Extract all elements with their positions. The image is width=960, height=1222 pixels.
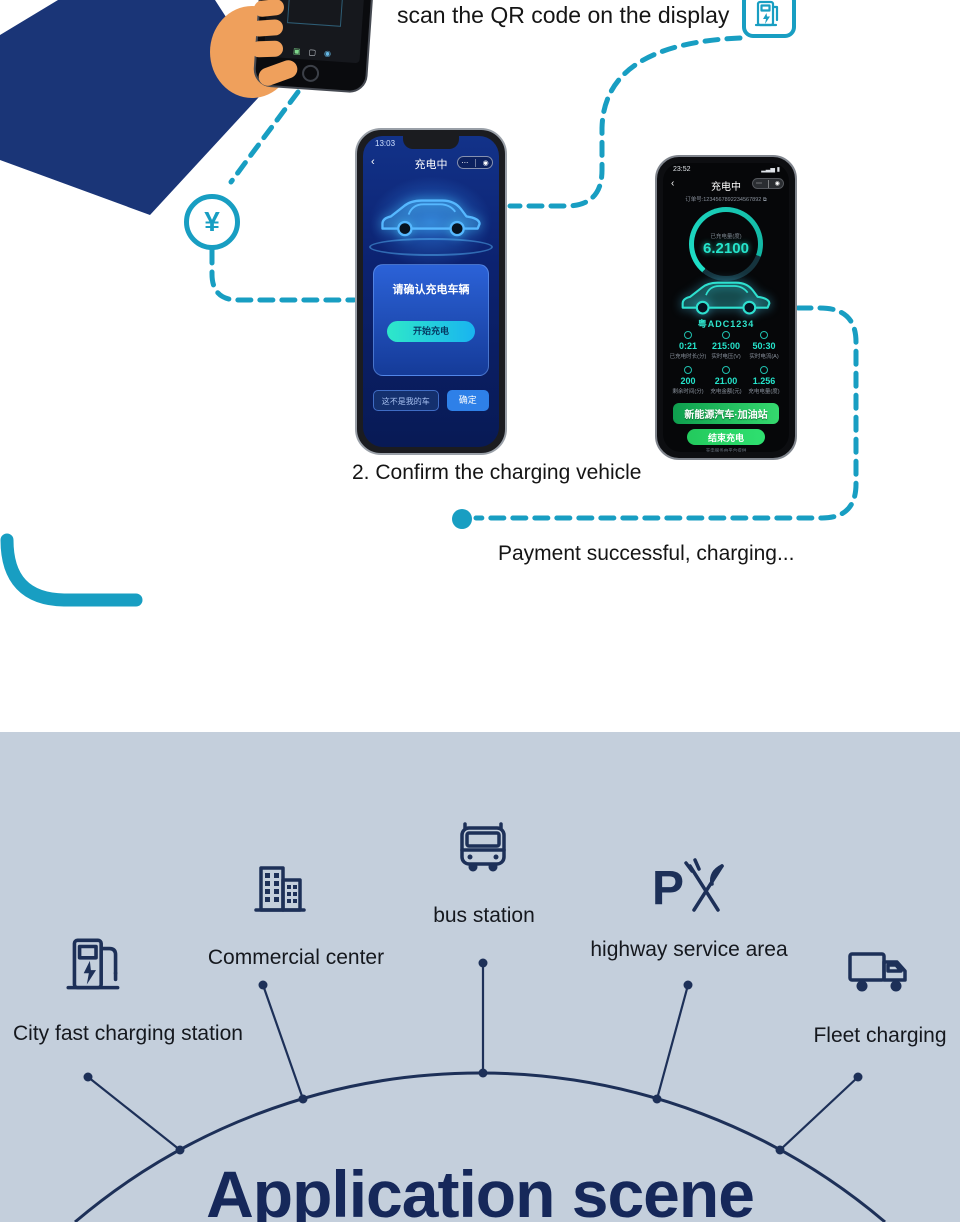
scan-caption: scan the QR code on the display bbox=[397, 2, 730, 28]
confirm-panel: 请确认充电车辆 开始充电 bbox=[373, 264, 489, 376]
capsule-divider bbox=[474, 158, 476, 167]
yen-symbol: ¥ bbox=[204, 206, 220, 237]
status-time: 23:52 bbox=[673, 166, 691, 173]
charge-gauge: 已充电量(度) 6.2100 bbox=[689, 207, 763, 281]
payment-caption: Payment successful, charging... bbox=[498, 542, 795, 565]
not-my-car-button[interactable]: 这不是我的车 bbox=[373, 390, 439, 411]
capsule-dot-icon[interactable]: ◉ bbox=[774, 181, 781, 187]
application-scene-section: City fast charging station Commercial ce… bbox=[0, 732, 960, 1222]
scene-label: Fleet charging bbox=[813, 1024, 947, 1047]
start-charging-button[interactable]: 开始充电 bbox=[387, 321, 475, 342]
truck-icon bbox=[848, 952, 907, 992]
light-icon[interactable]: ◉ bbox=[323, 48, 332, 59]
stat-label: 充电金额(元) bbox=[710, 389, 742, 395]
charging-screen: 23:52 ▂▃▅ ▮ ‹ 充电中 ⋯ ◉ 订单号:12345678922345… bbox=[663, 163, 789, 452]
miniprogram-capsule[interactable]: ⋯ ◉ bbox=[457, 156, 493, 169]
qr-scan-frame-icon bbox=[286, 0, 344, 28]
stat-icon bbox=[722, 331, 730, 339]
stat-label: 已充电时长(分) bbox=[669, 354, 707, 360]
stat-value: 200 bbox=[680, 376, 696, 386]
payment-yen-icon: ¥ bbox=[184, 194, 240, 250]
stat-value: 1.256 bbox=[752, 376, 776, 386]
stat-cell: 1.256 充电电量(度) bbox=[745, 366, 783, 395]
gauge-value: 6.2100 bbox=[703, 239, 749, 257]
copy-icon[interactable]: ⧉ bbox=[762, 197, 767, 203]
buildings-icon bbox=[254, 866, 306, 912]
gauge-label: 已充电量(度) bbox=[710, 233, 742, 240]
scene-label: highway service area bbox=[590, 938, 788, 961]
stop-charging-button[interactable]: 结束充电 bbox=[687, 429, 765, 445]
promo-banner[interactable]: 新能源汽车·加油站 bbox=[673, 403, 779, 424]
phone-notch bbox=[403, 136, 459, 149]
screen-footer: 充电服务由平台提供 bbox=[705, 448, 747, 452]
status-time: 13:03 bbox=[375, 139, 396, 148]
menu-icon[interactable]: ⋯ bbox=[461, 159, 469, 167]
stat-value: 215:00 bbox=[711, 341, 741, 351]
confirm-phone: 13:03 ‹ 充电中 ⋯ ◉ 请确认充电车辆 开始充电 这不 bbox=[355, 128, 507, 455]
sleeve bbox=[0, 0, 270, 215]
home-button[interactable] bbox=[301, 64, 320, 83]
how-to-section: ▣ ▢ ◉ scan the QR code on the display bbox=[0, 0, 859, 607]
stat-label: 剩余时间(分) bbox=[672, 389, 704, 395]
car-illustration bbox=[676, 275, 776, 317]
charging-phone: 23:52 ▂▃▅ ▮ ‹ 充电中 ⋯ ◉ 订单号:12345678922345… bbox=[655, 155, 797, 460]
nav-title: 充电中 bbox=[711, 182, 741, 193]
stat-icon bbox=[760, 331, 768, 339]
scene-label: Commercial center bbox=[207, 946, 385, 969]
ev-charger-icon bbox=[66, 938, 120, 990]
scene-connector-lines bbox=[74, 958, 886, 1222]
order-number: 订单号:1234567892234567892 ⧉ bbox=[663, 195, 789, 204]
back-icon[interactable]: ‹ bbox=[371, 156, 375, 168]
stat-cell: 0:21 已充电时长(分) bbox=[669, 331, 707, 360]
car-platform-ring bbox=[369, 238, 493, 256]
stat-cell: 21.00 充电金额(元) bbox=[707, 366, 745, 395]
section-title: Application scene bbox=[206, 1157, 755, 1222]
stat-icon bbox=[684, 366, 692, 374]
parking-restaurant-icon: P bbox=[652, 858, 724, 915]
status-bar-icons: ▂▃▅ ▮ bbox=[761, 167, 780, 173]
stat-cell: 215:00 实时电压(V) bbox=[707, 331, 745, 360]
bus-icon bbox=[460, 822, 506, 872]
stat-label: 实时电流(A) bbox=[749, 354, 779, 360]
finger bbox=[250, 18, 284, 38]
finger bbox=[250, 40, 284, 58]
stat-value: 21.00 bbox=[714, 376, 738, 386]
frame-icon[interactable]: ▢ bbox=[308, 47, 317, 58]
order-number-text: 订单号:1234567892234567892 bbox=[685, 197, 762, 203]
back-icon[interactable]: ‹ bbox=[671, 178, 675, 189]
charge-gauge-inner: 已充电量(度) 6.2100 bbox=[694, 212, 758, 276]
capsule-dot-icon[interactable]: ◉ bbox=[482, 159, 489, 167]
car-illustration bbox=[375, 192, 487, 239]
gallery-icon[interactable]: ▣ bbox=[292, 46, 301, 57]
capsule-divider bbox=[767, 179, 769, 188]
stat-cell: 50:30 实时电流(A) bbox=[745, 331, 783, 360]
teal-corner-border bbox=[0, 533, 143, 607]
ok-button[interactable]: 确定 bbox=[446, 390, 489, 411]
stat-icon bbox=[722, 366, 730, 374]
nav-title: 充电中 bbox=[414, 159, 448, 171]
license-plate: 粤ADC1234 bbox=[697, 319, 755, 329]
flow-endpoint-dot bbox=[452, 509, 472, 529]
stat-icon bbox=[760, 366, 768, 374]
menu-icon[interactable]: ⋯ bbox=[755, 181, 762, 187]
svg-text:P: P bbox=[652, 862, 684, 915]
stat-label: 充电电量(度) bbox=[748, 389, 780, 395]
charging-stats: 0:21 已充电时长(分) 215:00 实时电压(V) 50:30 实时电流(… bbox=[669, 331, 783, 395]
stat-label: 实时电压(V) bbox=[711, 354, 741, 360]
scene-label: bus station bbox=[433, 904, 535, 927]
confirm-caption: 2. Confirm the charging vehicle bbox=[352, 461, 642, 484]
confirm-screen: 13:03 ‹ 充电中 ⋯ ◉ 请确认充电车辆 开始充电 这不 bbox=[363, 136, 499, 447]
confirm-panel-title: 请确认充电车辆 bbox=[392, 284, 470, 296]
charging-station-icon bbox=[742, 0, 796, 38]
scene-label: City fast charging station bbox=[13, 1022, 243, 1045]
miniprogram-capsule[interactable]: ⋯ ◉ bbox=[752, 178, 784, 189]
stat-icon bbox=[684, 331, 692, 339]
stat-cell: 200 剩余时间(分) bbox=[669, 366, 707, 395]
stat-value: 50:30 bbox=[752, 341, 776, 351]
confirm-actions: 这不是我的车 确定 bbox=[373, 390, 489, 411]
stat-value: 0:21 bbox=[678, 341, 697, 351]
